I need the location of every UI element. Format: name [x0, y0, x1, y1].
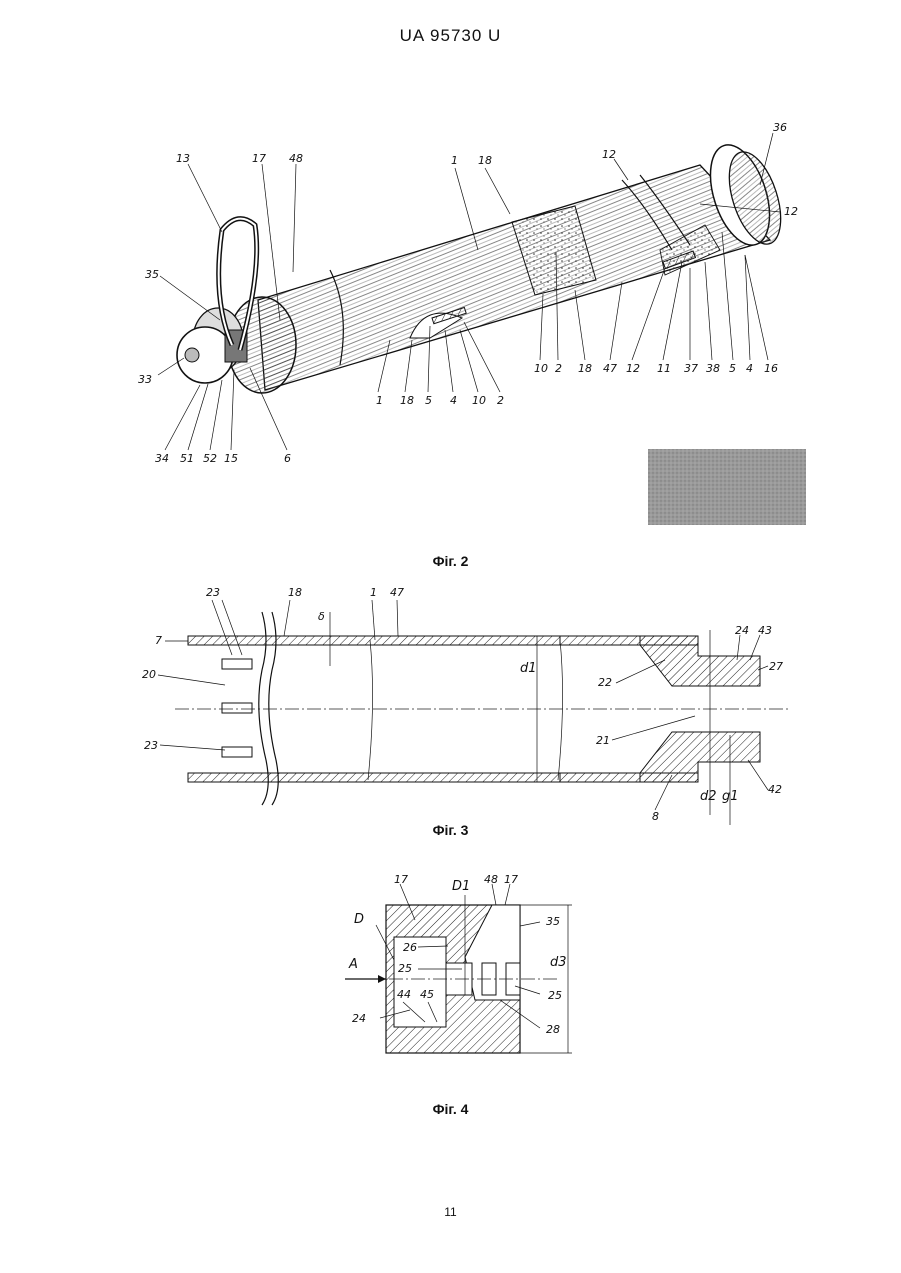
fig2-label-17: 17	[252, 152, 266, 165]
fig2-label-52: 52	[203, 452, 217, 465]
fig4-label-45: 45	[420, 988, 434, 1001]
fig2-label-5: 5	[425, 394, 432, 407]
fig2-label-35: 35	[145, 268, 159, 281]
fig2-label-10b: 10	[534, 362, 548, 375]
fig3-label-d2: d2	[700, 789, 717, 804]
fig4-label-25b: 25	[548, 989, 562, 1002]
fig4-label-17: 17	[394, 873, 408, 886]
fig3-label-47: 47	[390, 586, 404, 599]
fig2-label-4: 4	[450, 394, 457, 407]
fig3-label-22: 22	[598, 676, 612, 689]
figure-2-caption: Фіг. 2	[0, 553, 901, 569]
fig4-label-44: 44	[397, 988, 411, 1001]
fig3-label-1: 1	[370, 586, 377, 599]
fig4-label-17b: 17	[504, 873, 518, 886]
fig4-label-d3: d3	[550, 955, 567, 970]
fig3-label-43: 43	[758, 624, 772, 637]
fig2-label-12: 12	[602, 148, 616, 161]
fig2-label-47: 47	[603, 362, 617, 375]
fig3-label-24: 24	[735, 624, 749, 637]
fig2-label-12b: 12	[784, 205, 798, 218]
fig4-label-28: 28	[546, 1023, 560, 1036]
figure-4-caption: Фіг. 4	[0, 1101, 901, 1117]
fig2-label-18: 18	[478, 154, 492, 167]
fig2-label-12c: 12	[626, 362, 640, 375]
fig3-label-18: 18	[288, 586, 302, 599]
fig2-label-15: 15	[224, 452, 238, 465]
fig4-label-35: 35	[546, 915, 560, 928]
fig2-label-37: 37	[684, 362, 698, 375]
fig3-label-20: 20	[142, 668, 156, 681]
fig3-label-23b: 23	[144, 739, 158, 752]
fig3-label-g1: g1	[722, 789, 739, 804]
fig2-label-1b: 1	[376, 394, 383, 407]
fig2-label-18c: 18	[578, 362, 592, 375]
fig2-label-6: 6	[284, 452, 291, 465]
figure-2-drawing: 13 17 48 1 18 12 36 12 35 33 34 51 52 15…	[138, 121, 806, 525]
fig2-label-11: 11	[657, 362, 671, 375]
page-number: 11	[0, 1205, 901, 1219]
fig4-label-D: D	[354, 912, 364, 927]
fig3-label-23: 23	[206, 586, 220, 599]
fig2-label-51: 51	[180, 452, 194, 465]
fig2-label-36: 36	[773, 121, 787, 134]
fig3-label-27: 27	[769, 660, 783, 673]
fig2-label-16: 16	[764, 362, 778, 375]
fig3-label-delta: δ	[318, 610, 325, 623]
fig2-label-34: 34	[155, 452, 169, 465]
fig4-label-D1: D1	[452, 879, 470, 894]
fig2-label-33: 33	[138, 373, 152, 386]
fig3-label-d1: d1	[520, 661, 537, 676]
fig4-label-26: 26	[403, 941, 417, 954]
fig2-label-18b: 18	[400, 394, 414, 407]
fig2-label-2b: 2	[555, 362, 562, 375]
fig2-label-10: 10	[472, 394, 486, 407]
fig2-label-5b: 5	[729, 362, 736, 375]
fig2-label-48: 48	[289, 152, 303, 165]
fig4-label-48: 48	[484, 873, 498, 886]
fig4-label-25: 25	[398, 962, 412, 975]
fig4-label-A: A	[348, 957, 358, 972]
fig2-label-4b: 4	[746, 362, 753, 375]
fig2-label-1: 1	[451, 154, 458, 167]
fig2-label-13: 13	[176, 152, 190, 165]
figure-3-drawing: 23 18 1 47 δ 7 20 23 d1 24 43 27 22 21 8…	[142, 586, 790, 825]
fig4-label-24: 24	[352, 1012, 366, 1025]
fig2-label-2: 2	[497, 394, 504, 407]
figure-4-drawing: 17 D1 48 17 35 D 26 A 25 d3 25 44 45 24 …	[345, 873, 572, 1053]
fig3-label-7: 7	[155, 634, 162, 647]
fig3-label-21: 21	[596, 734, 610, 747]
figure-3-caption: Фіг. 3	[0, 822, 901, 838]
fig3-label-42: 42	[768, 783, 782, 796]
fig2-label-38: 38	[706, 362, 720, 375]
